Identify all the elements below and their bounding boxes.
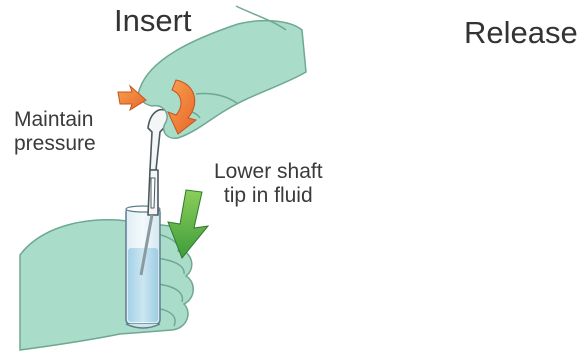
release-title: Release [464, 16, 578, 51]
lower-glove-hand-left [20, 220, 193, 350]
insert-title: Insert [114, 4, 192, 39]
lower-shaft-label: Lower shaft tip in fluid [214, 160, 323, 207]
maintain-pressure-line-1: Maintain [14, 108, 96, 132]
maintain-pressure-label: Maintain pressure [14, 108, 96, 155]
maintain-pressure-line-2: pressure [14, 132, 96, 156]
lower-shaft-line-1: Lower shaft [214, 160, 323, 184]
lower-shaft-line-2: tip in fluid [214, 184, 323, 208]
